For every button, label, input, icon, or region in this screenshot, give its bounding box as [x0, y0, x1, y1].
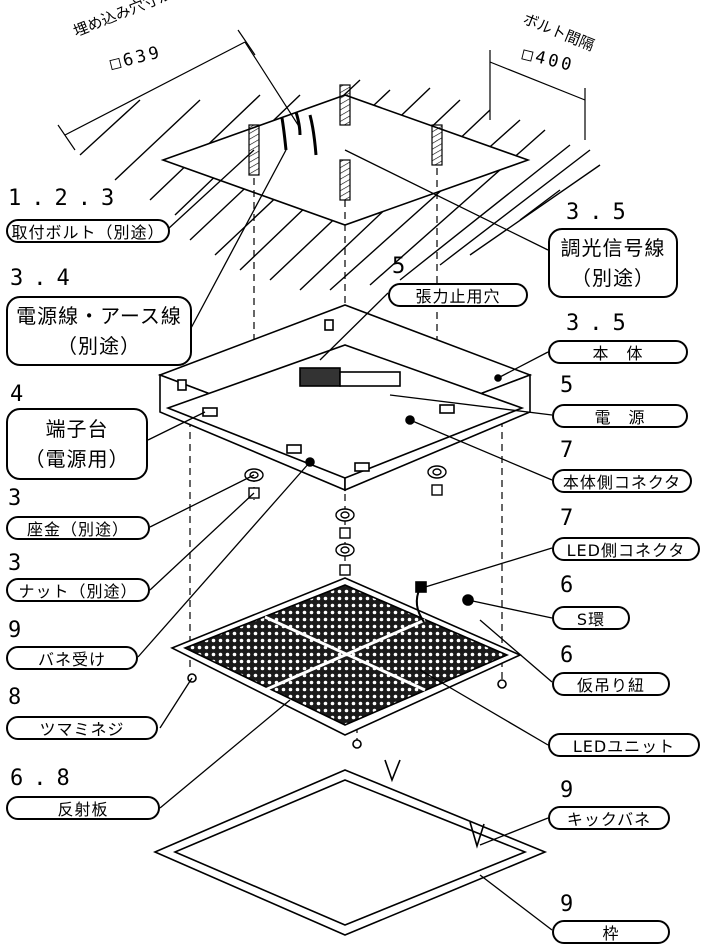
frame [152, 759, 548, 936]
nut-number: 3 [8, 551, 32, 576]
body-connector-number: 7 [560, 438, 584, 463]
dimming-wire-line2: （別途） [571, 266, 655, 290]
power-wire-box: 電源線・アース線 （別途） [6, 296, 192, 366]
terminal-line1: 端子台 [45, 417, 109, 441]
spring-holder-label: バネ受け [6, 646, 138, 670]
terminal-line2: （電源用） [24, 447, 130, 471]
mount-bolt-number: 1.2.3 [8, 186, 125, 211]
power-wire-number: 3.4 [10, 266, 80, 291]
dimming-wire-number: 3.5 [566, 200, 636, 225]
temp-cord-label: 仮吊り紐 [552, 672, 670, 696]
led-unit-label: LEDユニット [548, 733, 700, 757]
frame-number: 9 [560, 892, 584, 917]
stop-hole-label: 張力止用穴 [388, 283, 528, 307]
washer-label: 座金（別途） [6, 516, 150, 540]
dimming-wire-box: 調光信号線 （別途） [548, 228, 678, 298]
temp-cord-number: 6 [560, 643, 584, 668]
cutout-dimension-line [57, 29, 301, 151]
spring-holder-number: 9 [8, 618, 32, 643]
power-supply-number: 5 [560, 373, 584, 398]
knob-screw-number: 8 [8, 685, 32, 710]
reflector-number: 6.8 [10, 766, 80, 791]
stop-hole-number: 5 [392, 254, 416, 279]
terminal-number: 4 [10, 382, 34, 407]
s-ring-label: S環 [552, 606, 630, 630]
power-supply-label: 電 源 [552, 404, 688, 428]
led-connector-number: 7 [560, 506, 584, 531]
housing-body [157, 304, 533, 492]
nut-label: ナット（別途） [6, 578, 150, 602]
kick-spring-label: キックバネ [548, 806, 670, 830]
reflector-label: 反射板 [6, 796, 160, 820]
bolt-dimension-line [489, 50, 586, 140]
led-unit [170, 577, 522, 749]
frame-label: 枠 [552, 920, 670, 944]
washer-number: 3 [8, 486, 32, 511]
power-wire-line2: （別途） [57, 334, 141, 358]
dimming-wire-line1: 調光信号線 [560, 236, 666, 260]
knob-screw-label: ツマミネジ [6, 716, 158, 740]
terminal-box: 端子台 （電源用） [6, 408, 148, 480]
body-label: 本 体 [548, 340, 688, 364]
leader-lines [137, 149, 553, 931]
led-connector-label: LED側コネクタ [552, 537, 700, 561]
body-number: 3.5 [566, 311, 636, 336]
power-wire-line1: 電源線・アース線 [16, 304, 182, 328]
mount-bolt-label: 取付ボルト（別途） [6, 219, 170, 243]
supply-wires [280, 111, 318, 156]
kick-spring-number: 9 [560, 778, 584, 803]
s-ring-number: 6 [560, 573, 584, 598]
body-connector-label: 本体側コネクタ [552, 469, 692, 493]
